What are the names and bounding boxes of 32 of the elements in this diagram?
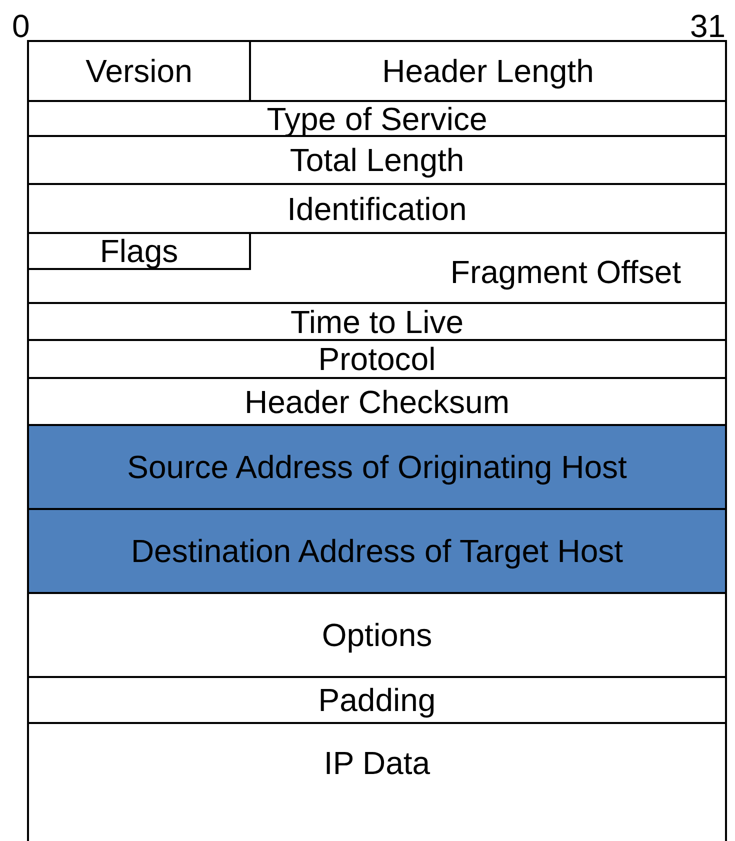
field-label: Flags bbox=[100, 235, 178, 267]
field-label: Destination Address of Target Host bbox=[130, 535, 624, 567]
bit-number: 31 bbox=[690, 10, 726, 42]
field-label: Protocol bbox=[318, 343, 436, 375]
field-label: Version bbox=[86, 55, 192, 87]
header-field bbox=[27, 40, 251, 102]
header-field bbox=[27, 592, 727, 678]
header-field bbox=[27, 302, 727, 341]
header-field bbox=[27, 508, 727, 594]
field-label: Type of Service bbox=[266, 102, 488, 134]
header-field bbox=[249, 40, 727, 102]
header-field bbox=[27, 183, 727, 234]
header-field bbox=[27, 232, 251, 270]
field-label: Fragment Offset bbox=[450, 256, 681, 288]
header-field bbox=[27, 100, 727, 137]
field-label: Header Checksum bbox=[244, 386, 510, 418]
field-label: Total Length bbox=[290, 144, 464, 176]
field-label: IP Data bbox=[324, 747, 430, 779]
field-label: Source Address of Originating Host bbox=[127, 451, 627, 483]
header-field bbox=[27, 424, 727, 510]
field-label: Padding bbox=[318, 684, 436, 716]
header-field bbox=[27, 232, 727, 304]
header-field bbox=[27, 135, 727, 185]
header-field bbox=[27, 377, 727, 426]
field-label: Options bbox=[322, 619, 432, 651]
header-field bbox=[27, 339, 727, 379]
field-label: Identification bbox=[287, 192, 467, 224]
header-field bbox=[27, 722, 727, 841]
bit-number: 0 bbox=[12, 10, 30, 42]
field-label: Time to Live bbox=[290, 306, 464, 338]
field-label: Header Length bbox=[382, 55, 594, 87]
header-field bbox=[27, 676, 727, 724]
